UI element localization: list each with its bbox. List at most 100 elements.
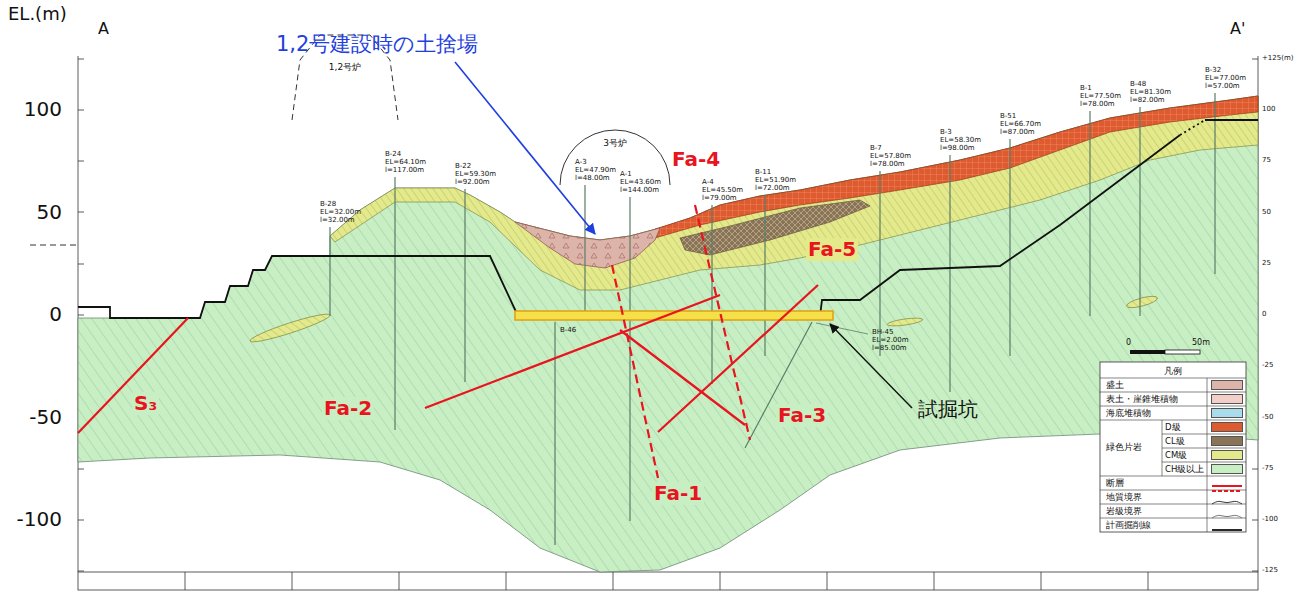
elevation-label: 0 bbox=[0, 303, 62, 326]
scale-label: 0 bbox=[1126, 338, 1131, 347]
legend-line-sample bbox=[1211, 511, 1243, 521]
elevation-tick-label: 75 bbox=[1262, 156, 1271, 164]
reactor-outline bbox=[560, 130, 670, 185]
fault-line bbox=[425, 295, 720, 408]
legend-swatch bbox=[1211, 394, 1243, 404]
fault-line bbox=[695, 205, 750, 440]
borehole-line bbox=[330, 93, 1215, 545]
borehole-label: EL=64.10m bbox=[385, 158, 426, 166]
legend-box bbox=[1100, 362, 1246, 532]
borehole-label: l=98.00m bbox=[940, 144, 975, 152]
borehole-label: EL=57.80m bbox=[870, 152, 911, 160]
borehole-label: B-3 bbox=[940, 128, 952, 136]
borehole-label: l=92.00m bbox=[455, 178, 490, 186]
borehole-label: A-3 bbox=[575, 158, 587, 166]
borehole-label: EL=51.90m bbox=[755, 176, 796, 184]
excavation-line bbox=[1205, 119, 1258, 121]
borehole-label: EL=47.90m bbox=[575, 166, 616, 174]
rock-cm bbox=[330, 96, 1258, 290]
rock-cm-lens bbox=[1126, 294, 1159, 310]
borehole-label: EL=66.70m bbox=[1000, 120, 1041, 128]
callout-arrow bbox=[455, 62, 595, 234]
legend-swatch bbox=[1211, 436, 1243, 446]
bottom-table-divider bbox=[185, 572, 1148, 590]
borehole-label: EL=43.60m bbox=[620, 178, 661, 186]
borehole-label: B-28 bbox=[320, 200, 336, 208]
borehole-label: l=82.00m bbox=[1130, 96, 1165, 104]
scale-bar bbox=[1130, 350, 1165, 354]
scale-label: 50m bbox=[1192, 338, 1210, 347]
elevation-tick-label: 25 bbox=[1262, 259, 1271, 267]
borehole-label: l=57.00m bbox=[1205, 82, 1240, 90]
legend-label: 断層 bbox=[1106, 478, 1124, 488]
legend-swatch bbox=[1211, 422, 1243, 432]
scale-bar bbox=[1165, 350, 1200, 354]
legend-swatch bbox=[1211, 506, 1243, 516]
elevation-tick-label: -125 bbox=[1262, 566, 1278, 574]
legend-line-sample bbox=[1211, 483, 1243, 493]
borehole-label: B-48 bbox=[1130, 80, 1146, 88]
fault-label: Fa-2 bbox=[322, 397, 374, 420]
borehole-label: EL=32.00m bbox=[320, 208, 361, 216]
axis-title: EL.(m) bbox=[8, 4, 67, 25]
legend-title: 凡例 bbox=[1100, 366, 1246, 376]
excavation-line bbox=[78, 135, 1180, 318]
elevation-tick-label: -25 bbox=[1262, 361, 1273, 369]
leader-line bbox=[816, 323, 868, 334]
elevation-tick-label: -75 bbox=[1262, 464, 1273, 472]
legend-label: 海底堆積物 bbox=[1106, 408, 1151, 418]
borehole-label: l=72.00m bbox=[755, 184, 790, 192]
annotation-label: 1,2号建設時の土捨場 bbox=[276, 32, 478, 56]
borehole-label: EL=58.30m bbox=[940, 136, 981, 144]
legend-label: CL級 bbox=[1165, 436, 1185, 446]
legend-line bbox=[1212, 501, 1242, 504]
legend-label: CH級以上 bbox=[1165, 464, 1204, 474]
borehole-label: l=85.00m bbox=[872, 344, 907, 352]
borehole-label: B-7 bbox=[870, 144, 882, 152]
elevation-label: 100 bbox=[0, 98, 62, 121]
fault-lines bbox=[78, 205, 818, 478]
rock-cm-lens bbox=[249, 310, 332, 345]
legend-group-label: 緑色片岩 bbox=[1106, 442, 1142, 452]
fault-label: S₃ bbox=[132, 392, 159, 415]
elevation-label: -100 bbox=[0, 508, 62, 531]
legend-label: 計画掘削線 bbox=[1106, 520, 1151, 530]
borehole-label: l=87.00m bbox=[1000, 128, 1035, 136]
borehole-label: l=144.00m bbox=[620, 186, 659, 194]
fault-label: Fa-1 bbox=[652, 482, 704, 505]
borehole-label: B-22 bbox=[455, 162, 471, 170]
legend-swatch bbox=[1211, 380, 1243, 390]
legend-swatch bbox=[1211, 492, 1243, 502]
borehole-label: l=79.00m bbox=[702, 194, 737, 202]
annotation-label: 試掘坑 bbox=[918, 398, 978, 421]
borehole-label: EL=59.30m bbox=[455, 170, 496, 178]
legend-line bbox=[1212, 485, 1242, 487]
legend-swatch bbox=[1211, 408, 1243, 418]
borehole-label: B-46 bbox=[560, 326, 576, 334]
borehole-label: EL=77.00m bbox=[1205, 74, 1246, 82]
borehole-label: l=48.00m bbox=[575, 174, 610, 182]
legend-swatch bbox=[1211, 478, 1243, 488]
elevation-tick-label: -50 bbox=[1262, 413, 1273, 421]
legend-line-sample bbox=[1211, 497, 1243, 507]
borehole-label: B-11 bbox=[755, 168, 771, 176]
legend-label: D級 bbox=[1165, 422, 1181, 432]
borehole-label: B-32 bbox=[1205, 66, 1221, 74]
callout-arrow bbox=[830, 324, 912, 408]
borehole-label: l=78.00m bbox=[1080, 100, 1115, 108]
borehole-label: A-4 bbox=[702, 178, 714, 186]
fault-label: Fa-3 bbox=[776, 404, 828, 427]
legend-label: 表土・崖錐堆積物 bbox=[1106, 394, 1178, 404]
reactor-label: 1,2号炉 bbox=[310, 62, 380, 72]
legend-swatch bbox=[1211, 464, 1243, 474]
bottom-table bbox=[78, 572, 1258, 590]
reactor-label: 3号炉 bbox=[580, 138, 650, 148]
elevation-ticks bbox=[78, 59, 1258, 571]
reactor-outline bbox=[30, 245, 78, 246]
borehole-label: A-1 bbox=[620, 170, 632, 178]
legend-swatch bbox=[1211, 520, 1243, 530]
fault-label: Fa-4 bbox=[672, 148, 720, 171]
fault-label: Fa-5 bbox=[806, 238, 858, 261]
